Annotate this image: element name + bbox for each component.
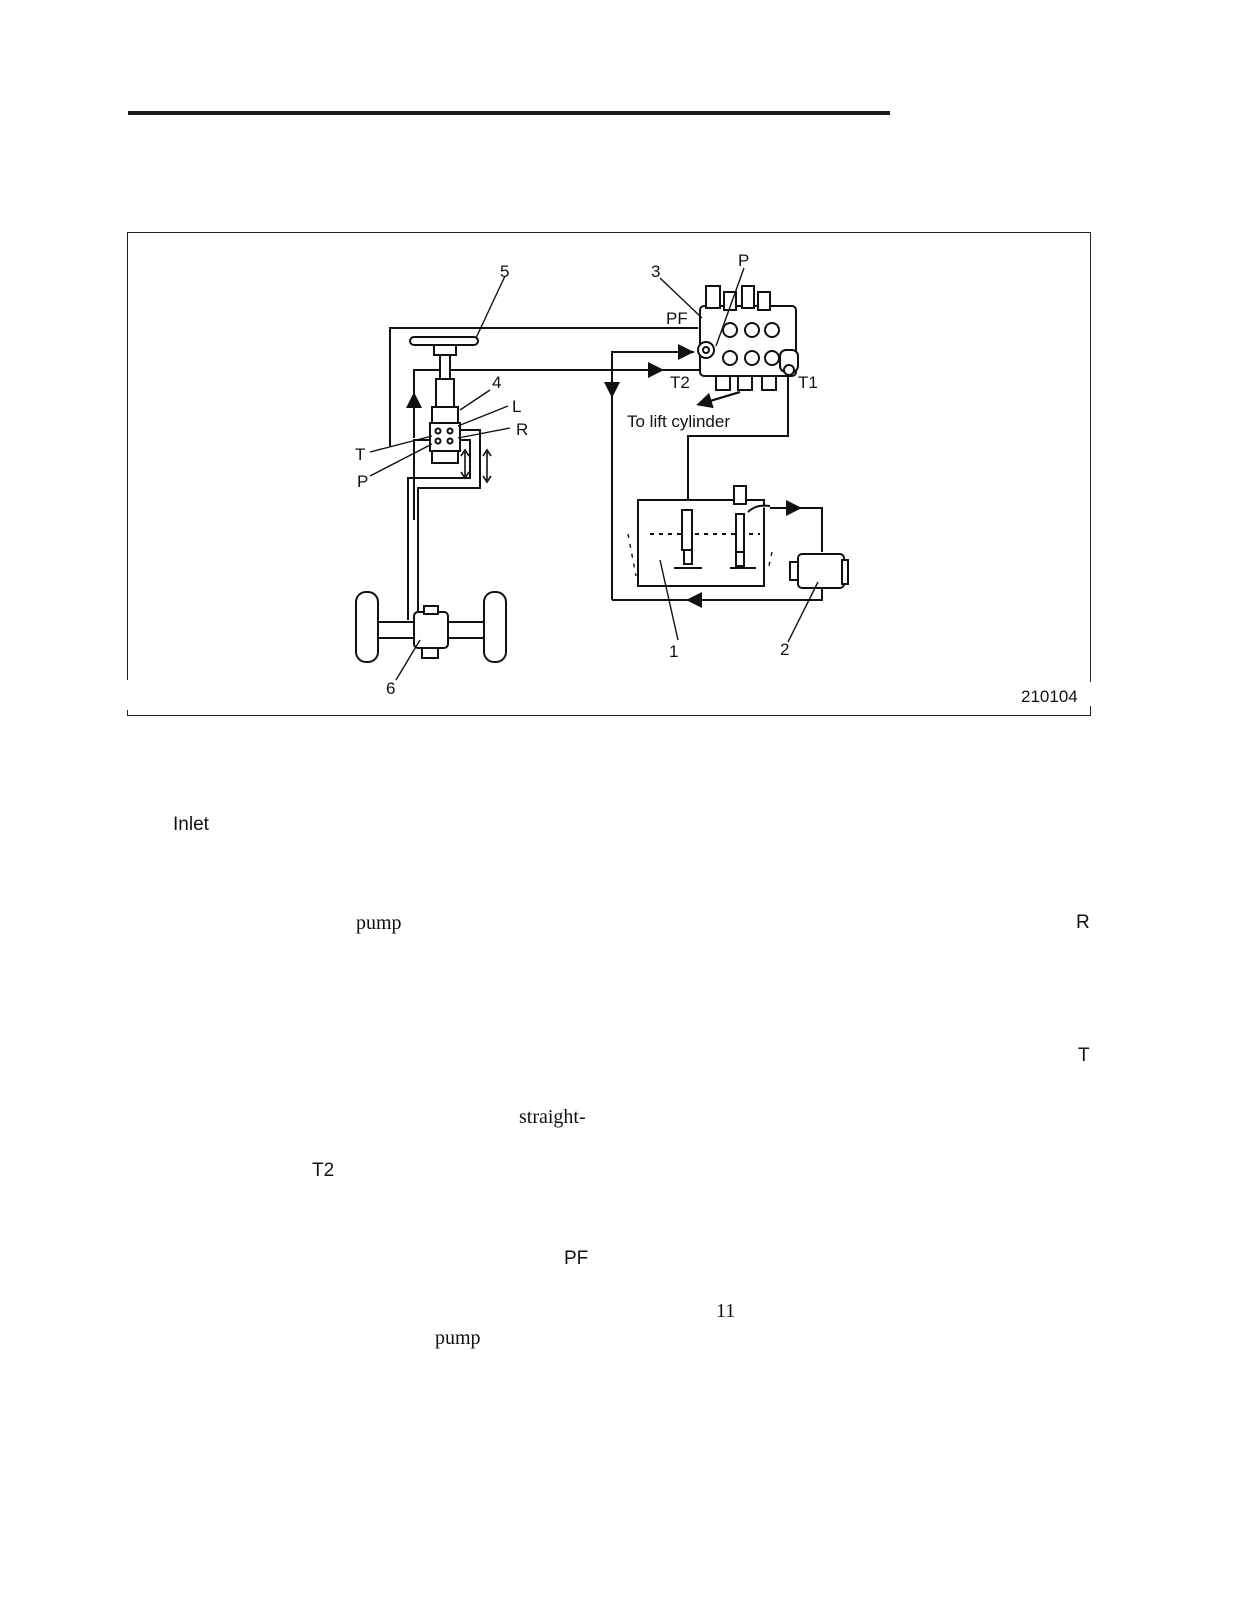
- hydraulic-steering-diagram: [355, 267, 849, 681]
- pump-motor: [789, 553, 849, 589]
- line-valve-to-axle-2: [407, 439, 471, 500]
- hydraulic-tank: [637, 485, 771, 587]
- line-steering-pressure: [413, 369, 700, 438]
- callout-2: 2: [780, 640, 790, 659]
- lift-cylinder-note: To lift cylinder: [627, 412, 730, 431]
- line-steering-return: [389, 327, 698, 446]
- text-pump: pump: [356, 912, 402, 934]
- line-valve-to-axle: [417, 429, 481, 500]
- port-label-r: R: [516, 420, 529, 439]
- text-number-11: 11: [716, 1300, 736, 1322]
- text-pf: PF: [564, 1248, 589, 1269]
- port-label-pf: PF: [666, 309, 688, 328]
- line-pump-to-tank: [770, 507, 823, 552]
- text-inlet: Inlet: [173, 814, 209, 835]
- port-label-p-steering: P: [357, 472, 369, 491]
- line-t1-return: [687, 372, 789, 512]
- figure-number: 210104: [1021, 687, 1078, 706]
- frame-gap: [1088, 682, 1094, 706]
- port-label-t1: T1: [798, 373, 818, 392]
- frame-gap: [125, 680, 130, 710]
- text-t: T: [1078, 1045, 1090, 1066]
- header-rule: [128, 111, 890, 115]
- text-r: R: [1076, 912, 1090, 933]
- figure-frame: [127, 232, 1091, 716]
- text-straight: straight-: [519, 1106, 586, 1128]
- callout-5: 5: [500, 262, 510, 281]
- control-valve: [697, 285, 799, 391]
- port-label-t2: T2: [670, 373, 690, 392]
- port-label-l: L: [512, 397, 522, 416]
- steering-wheel: [409, 336, 479, 464]
- steer-axle: [355, 591, 507, 663]
- callout-6: 6: [386, 679, 396, 698]
- callout-1: 1: [669, 642, 679, 661]
- callout-4: 4: [492, 373, 502, 392]
- text-t2: T2: [312, 1160, 335, 1181]
- port-label-t: T: [355, 445, 366, 464]
- callout-3: 3: [651, 262, 661, 281]
- port-label-p-valve: P: [738, 251, 750, 270]
- text-pump: pump: [435, 1327, 481, 1349]
